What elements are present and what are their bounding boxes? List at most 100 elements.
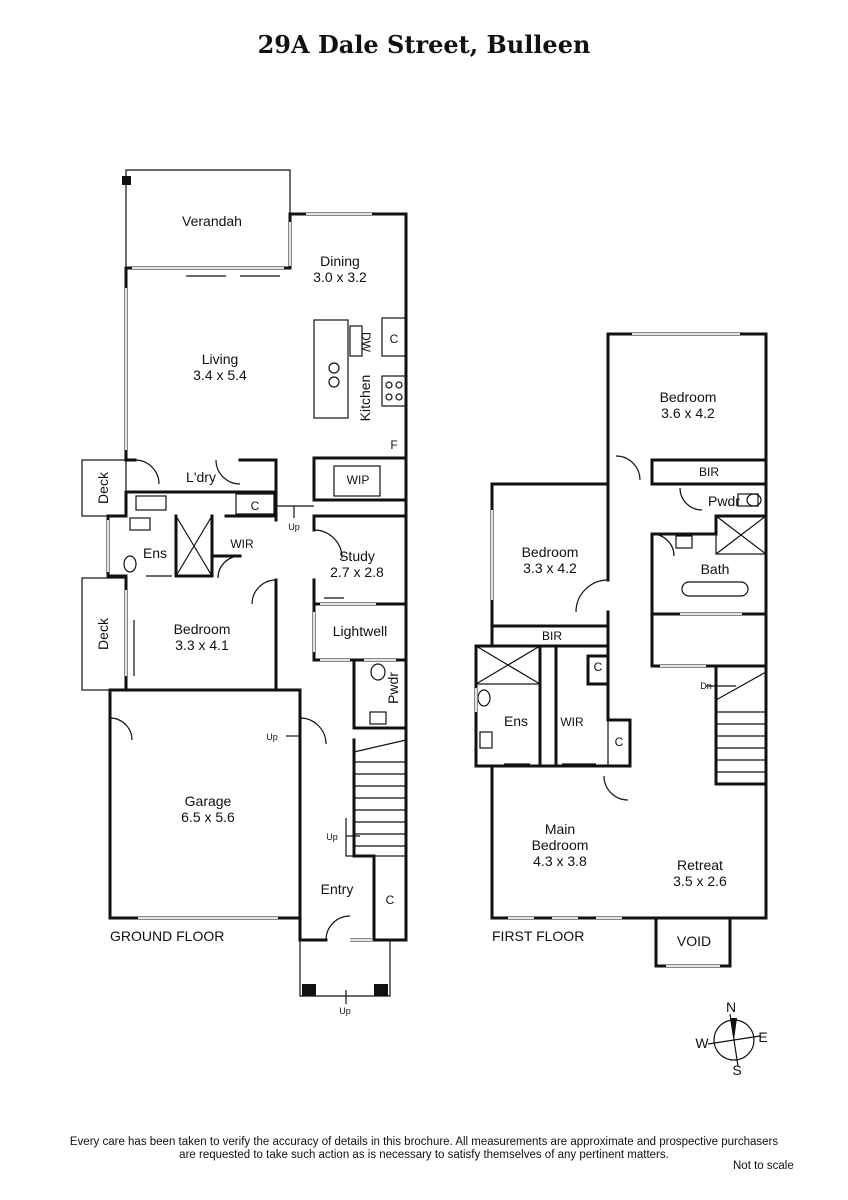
ff-label-bedroom1: Bedroom [660, 389, 717, 405]
sink-bowl [328, 362, 340, 374]
label-living: Living [202, 351, 239, 367]
label-bedroom-dim: 3.3 x 4.1 [175, 637, 229, 653]
label-dining: Dining [320, 253, 360, 269]
label-dw: DW [359, 332, 373, 353]
ff-pwdr-vanity [737, 493, 759, 507]
label-lightwell: Lightwell [333, 623, 387, 639]
pwdr-outline [352, 658, 408, 730]
compass-n: N [726, 999, 736, 1015]
pwdr-toilet [370, 663, 386, 681]
shower-outline [174, 514, 214, 578]
label-verandah: Verandah [182, 213, 242, 229]
compass-e: E [758, 1029, 767, 1045]
ff-label-wir: WIR [560, 715, 584, 729]
deck-top-outline [81, 459, 127, 517]
ff-ens-shower [475, 645, 541, 685]
first-floor-plan: FIRST FLOOR [474, 332, 768, 968]
label-wir: WIR [230, 537, 254, 551]
ff-label-retreat-dim: 3.5 x 2.6 [673, 873, 727, 889]
sink-bowl [328, 376, 340, 388]
compass-s: S [732, 1062, 741, 1078]
ff-bir-top [650, 458, 768, 486]
label-garage: Garage [185, 793, 232, 809]
ff-label-pwdr: Pwdr [708, 493, 740, 509]
ff-ens-vanity [479, 731, 493, 749]
label-dining-dim: 3.0 x 3.2 [313, 269, 367, 285]
ff-label-dn: Dn [700, 681, 712, 691]
label-deck-top: Deck [95, 471, 111, 504]
disclaimer-line-2: are requested to take such action as is … [179, 1149, 669, 1161]
label-study-dim: 2.7 x 2.8 [330, 564, 384, 580]
label-c-laundry: C [251, 499, 260, 513]
ff-shower [715, 515, 767, 555]
compass-north-pointer [730, 1018, 737, 1040]
ff-bath-wall [650, 514, 718, 536]
label-deck-bottom: Deck [95, 617, 111, 650]
ground-floor-plan [81, 169, 408, 1004]
ff-east-block [606, 332, 768, 920]
label-garage-dim: 6.5 x 5.6 [181, 809, 235, 825]
ff-label-bath: Bath [701, 561, 730, 577]
ff-label-ens: Ens [504, 713, 528, 729]
porch-outline [299, 940, 391, 997]
laundry-tub [135, 495, 167, 511]
label-ens: Ens [143, 545, 167, 561]
ground-floor-labels: Verandah Dining 3.0 x 3.2 Living 3.4 x 5… [95, 213, 401, 1016]
label-study: Study [339, 548, 375, 564]
compass-rose: N E S W [695, 999, 767, 1078]
ground-floor-label: GROUND FLOOR [110, 928, 224, 944]
label-pwdr: Pwdr [385, 672, 401, 704]
kitchen-cupboard [381, 317, 407, 357]
ff-label-bir-top: BIR [699, 465, 719, 479]
ff-label-retreat: Retreat [677, 857, 723, 873]
disclaimer-line-1: Every care has been taken to verify the … [69, 1136, 779, 1148]
label-wip: WIP [347, 473, 370, 487]
label-bedroom: Bedroom [174, 621, 231, 637]
ff-label-bir-mid: BIR [542, 629, 562, 643]
not-to-scale-note: Not to scale [733, 1160, 794, 1172]
ff-label-void: VOID [677, 933, 711, 949]
label-f: F [390, 438, 397, 452]
ff-pwdr-toilet [746, 493, 762, 507]
garage-east-wall [274, 688, 302, 942]
toilet [123, 555, 137, 573]
ff-retreat-north [650, 612, 768, 668]
first-floor-label: FIRST FLOOR [492, 928, 584, 944]
dishwasher [349, 325, 363, 357]
label-c-kitchen: C [390, 332, 399, 346]
label-entry: Entry [321, 881, 354, 897]
verandah-post [122, 176, 131, 185]
ff-label-bedroom2-dim: 3.3 x 4.2 [523, 560, 577, 576]
label-up-3: Up [326, 832, 338, 842]
page-title: 29A Dale Street, Bulleen [257, 30, 591, 59]
wip-outline [312, 456, 408, 502]
label-laundry: L'dry [186, 469, 216, 485]
ff-ens-toilet [477, 689, 491, 707]
ff-label-bedroom2: Bedroom [522, 544, 579, 560]
ff-cupboard-1 [586, 654, 610, 686]
ff-label-main-dim: 4.3 x 3.8 [533, 853, 587, 869]
ff-label-main: Main [545, 821, 575, 837]
first-floor-stairs [706, 671, 767, 773]
disclaimer: Every care has been taken to verify the … [0, 1136, 848, 1162]
ff-vanity [675, 535, 693, 549]
ff-label-c1: C [594, 660, 603, 674]
compass-w: W [695, 1035, 709, 1051]
label-up-1: Up [288, 522, 300, 532]
ff-stair-outline [714, 664, 768, 786]
label-kitchen: Kitchen [357, 375, 373, 422]
kitchen-island [313, 319, 349, 419]
lightwell-outline [312, 578, 408, 662]
ff-label-bedroom1-dim: 3.6 x 4.2 [661, 405, 715, 421]
ground-stairs [345, 739, 407, 857]
ff-bath-tub [681, 581, 749, 597]
vanity [129, 517, 151, 531]
ff-label-main-bedroom: Bedroom [532, 837, 589, 853]
stair-entry [352, 738, 376, 942]
ff-cupboard-2 [607, 719, 631, 767]
label-c-entry: C [386, 893, 395, 907]
first-floor-labels: Bedroom 3.6 x 4.2 BIR Pwdr Bath Bedroom … [504, 389, 740, 949]
label-living-dim: 3.4 x 5.4 [193, 367, 247, 383]
